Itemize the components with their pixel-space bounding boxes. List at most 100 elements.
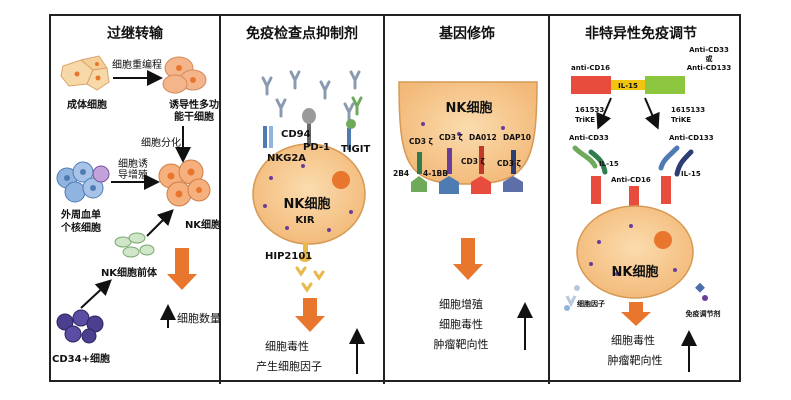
cd3z-label-4: CD3 ζ xyxy=(497,159,522,168)
result-label-1: 细胞增殖 xyxy=(439,297,483,311)
2b4-label: 2B4 xyxy=(393,169,409,178)
anti-cd33-or-label-1: Anti-CD33 xyxy=(689,46,729,54)
result-label-2: 细胞毒性 xyxy=(439,317,483,331)
adult-cell-label: 成体细胞 xyxy=(67,98,107,111)
cytokine-icon xyxy=(564,285,580,311)
result-label-2: 产生细胞因子 xyxy=(256,359,322,373)
result-label-2: 肿瘤靶向性 xyxy=(608,353,663,367)
precursor-label: NK细胞前体 xyxy=(101,266,158,279)
granules-icon xyxy=(421,122,505,136)
trike-cd33-segment xyxy=(645,76,685,94)
kir-receptor-icon xyxy=(299,242,311,262)
result-label: 细胞数量 xyxy=(177,312,221,325)
cd94-label: CD94 xyxy=(281,129,311,140)
panel-1-title: 过继转输 xyxy=(107,25,164,42)
tigit-receptor-icon xyxy=(346,119,356,150)
cytokine-label: 细胞因子 xyxy=(577,299,605,308)
anti-cd16-label: anti-CD16 xyxy=(571,64,610,72)
panel-2-title: 免疫检查点抑制剂 xyxy=(246,25,358,42)
trike-right-icon xyxy=(658,145,694,204)
panel-adoptive-transfer: 过继转输 成体细胞 细胞重编程 诱导性多功 能干细胞 细胞分化 xyxy=(52,25,221,365)
induce-label-1: 细胞诱 xyxy=(118,157,148,170)
nk-cell-label: NK细胞 xyxy=(185,218,221,231)
result-label-1: 细胞毒性 xyxy=(265,339,309,353)
induce-label-2: 导增殖 xyxy=(118,168,148,181)
orange-down-arrow xyxy=(167,248,197,290)
panel-nonspecific-immunomodulation: 非特异性免疫调节 Anti-CD33 或 Anti-CD133 anti-CD1… xyxy=(564,25,731,372)
orange-down-arrow xyxy=(295,298,325,332)
hip-antibodies-icon xyxy=(295,266,325,293)
cd3z-label-1: CD3 ζ xyxy=(409,137,434,146)
trike-il15-segment xyxy=(611,80,645,90)
panel-checkpoint-inhibitor: 免疫检查点抑制剂 xyxy=(246,25,370,374)
figure-canvas: 过继转输 成体细胞 细胞重编程 诱导性多功 能干细胞 细胞分化 xyxy=(52,16,731,384)
nkg2a-label: NKG2A xyxy=(267,153,306,164)
il15-right-label: IL-15 xyxy=(681,170,701,178)
ipsc-icon xyxy=(162,56,207,94)
trike-left-icon xyxy=(572,145,608,204)
cd34-label: CD34+细胞 xyxy=(52,352,110,365)
dap10-label: DAP10 xyxy=(503,133,531,142)
cd3z-label-3: CD3 ζ xyxy=(461,157,486,166)
ipsc-label-1: 诱导性多功 xyxy=(169,98,219,111)
car-construct-2 xyxy=(439,148,459,194)
granules-icon xyxy=(589,224,677,276)
panel-3-title: 基因修饰 xyxy=(439,25,495,42)
il15-label: IL-15 xyxy=(618,82,638,90)
trike-right-label-1: 1615133 xyxy=(671,106,705,114)
immunomodulator-label: 免疫调节剂 xyxy=(686,309,721,318)
pbmc-icon xyxy=(56,161,110,203)
trike-left-label-2: TriKE xyxy=(575,116,595,124)
da012-label: DA012 xyxy=(469,133,497,142)
anti-cd133-label: Anti-CD133 xyxy=(669,134,714,142)
immunomodulator-icon xyxy=(695,282,708,301)
figure-frame: 过继转输 成体细胞 细胞重编程 诱导性多功 能干细胞 细胞分化 xyxy=(49,14,741,384)
nk-nucleus xyxy=(332,171,350,189)
car-construct-4 xyxy=(503,150,523,192)
nk-cell-body xyxy=(398,81,538,185)
anti-cd33-or-label-3: Anti-CD133 xyxy=(687,64,732,72)
il15-left-label: IL-15 xyxy=(599,160,619,168)
car-construct-3 xyxy=(471,146,491,194)
anti-cd16-mid-label: Anti-CD16 xyxy=(611,176,651,184)
41bb-label: 4-1BB xyxy=(423,169,448,178)
panel-gene-modification: 基因修饰 NK细胞 CD3 ζ CD3 ζ DA012 DAP10 CD3 ζ … xyxy=(393,25,538,351)
trike-right-label-2: TriKE xyxy=(671,116,691,124)
car-construct-1 xyxy=(411,152,427,192)
trike-left-label-1: 161533 xyxy=(575,106,604,114)
pbmc-label-2: 个核细胞 xyxy=(60,221,101,234)
anti-cd33-or-label-2: 或 xyxy=(706,54,713,63)
right-trike-arrow xyxy=(644,97,660,130)
cd3z-label-2: CD3 ζ xyxy=(439,133,464,142)
panel-4-title: 非特异性免疫调节 xyxy=(585,25,697,42)
ipsc-label-2: 能干细胞 xyxy=(174,110,214,123)
differentiate-label: 细胞分化 xyxy=(141,136,181,149)
nk-cell-label: NK细胞 xyxy=(446,100,493,116)
nkg2a-receptor-icon xyxy=(263,126,273,148)
antibodies-icon xyxy=(261,70,361,122)
trike-cd16-segment xyxy=(571,76,611,94)
left-trike-arrow xyxy=(596,97,612,130)
orange-down-arrow xyxy=(621,302,651,326)
granules-icon xyxy=(263,164,353,232)
precursor-to-nk-arrow xyxy=(146,209,174,237)
orange-down-arrow xyxy=(453,238,483,280)
nk-cell-body xyxy=(576,205,694,299)
precursor-icon xyxy=(114,232,155,258)
adult-cells-icon xyxy=(60,55,110,91)
tigit-label: TIGIT xyxy=(341,144,370,155)
nk-cluster-icon xyxy=(158,159,211,207)
pd1-label: PD-1 xyxy=(303,142,330,153)
nk-nucleus xyxy=(654,231,672,249)
nk-cell-label: NK细胞 xyxy=(284,196,331,212)
hip-label: HIP2101 xyxy=(265,251,312,262)
cd34-to-precursor-arrow xyxy=(80,279,112,309)
kir-label: KIR xyxy=(295,215,314,226)
cd16-receptor-icon xyxy=(629,186,639,210)
result-label-1: 细胞毒性 xyxy=(611,333,655,347)
pd1-receptor-icon xyxy=(302,108,316,146)
nk-cell-label: NK细胞 xyxy=(612,264,659,280)
anti-cd33-label: Anti-CD33 xyxy=(569,134,609,142)
cd34-icon xyxy=(56,309,104,344)
pbmc-label-1: 外周血单 xyxy=(60,208,101,221)
